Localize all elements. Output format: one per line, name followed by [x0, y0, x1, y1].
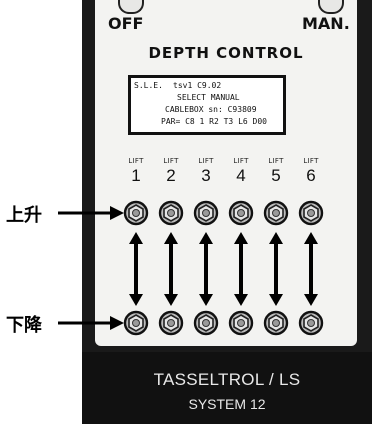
screen-row4: PAR= C8 1 R2 T3 L6 D00 [161, 117, 267, 126]
lift-4-number: 4 [236, 166, 246, 185]
lift-1-raise-button[interactable] [123, 200, 149, 226]
screen-row2: SELECT MANUAL [177, 93, 240, 102]
raise-annotation-label: 上升 [6, 205, 42, 226]
lift-5-raise-button[interactable] [263, 200, 289, 226]
system-model: SYSTEM 12 [188, 396, 266, 412]
lift-6-number: 6 [306, 166, 316, 185]
depth-control-title: DEPTH CONTROL [148, 44, 304, 62]
screen-row1-value: tsv1 C9.02 [173, 81, 222, 90]
lower-pointer-arrow-icon [58, 316, 124, 330]
lift-2-lower-button[interactable] [158, 310, 184, 336]
lift-3-lower-button[interactable] [193, 310, 219, 336]
lift-1-lower-button[interactable] [123, 310, 149, 336]
man-label: MAN. [302, 14, 350, 33]
lift-1-label: LIFT [128, 157, 144, 165]
lift-6-double-arrow-icon [304, 232, 318, 306]
man-switch-toggle[interactable] [318, 0, 344, 14]
lower-annotation-label: 下降 [6, 315, 42, 336]
lift-5-lower-button[interactable] [263, 310, 289, 336]
screen-row1-code: S.L.E. [134, 81, 163, 90]
lift-2-number: 2 [166, 166, 176, 185]
lift-6-label: LIFT [303, 157, 319, 165]
screen-row3: CABLEBOX sn: C93809 [165, 105, 257, 114]
lift-1-double-arrow-icon [129, 232, 143, 306]
lift-1-number: 1 [131, 166, 141, 185]
brand-name: TASSELTROL / LS [153, 370, 301, 389]
lift-5-label: LIFT [268, 157, 284, 165]
lift-5-number: 5 [271, 166, 281, 185]
lift-6-lower-button[interactable] [298, 310, 324, 336]
lift-2-double-arrow-icon [164, 232, 178, 306]
lift-4-lower-button[interactable] [228, 310, 254, 336]
lift-2-raise-button[interactable] [158, 200, 184, 226]
lift-6-raise-button[interactable] [298, 200, 324, 226]
lift-3-label: LIFT [198, 157, 214, 165]
off-label: OFF [108, 14, 144, 33]
lift-3-double-arrow-icon [199, 232, 213, 306]
raise-pointer-arrow-icon [58, 206, 124, 220]
control-face [95, 0, 357, 346]
lcd-display: S.L.E. tsv1 C9.02 SELECT MANUAL CABLEBOX… [128, 75, 286, 135]
lift-4-double-arrow-icon [234, 232, 248, 306]
lift-3-number: 3 [201, 166, 211, 185]
lift-4-label: LIFT [233, 157, 249, 165]
lift-2-label: LIFT [163, 157, 179, 165]
off-switch-toggle[interactable] [118, 0, 144, 14]
footer-band [82, 352, 372, 424]
lift-3-raise-button[interactable] [193, 200, 219, 226]
lift-5-double-arrow-icon [269, 232, 283, 306]
lift-4-raise-button[interactable] [228, 200, 254, 226]
